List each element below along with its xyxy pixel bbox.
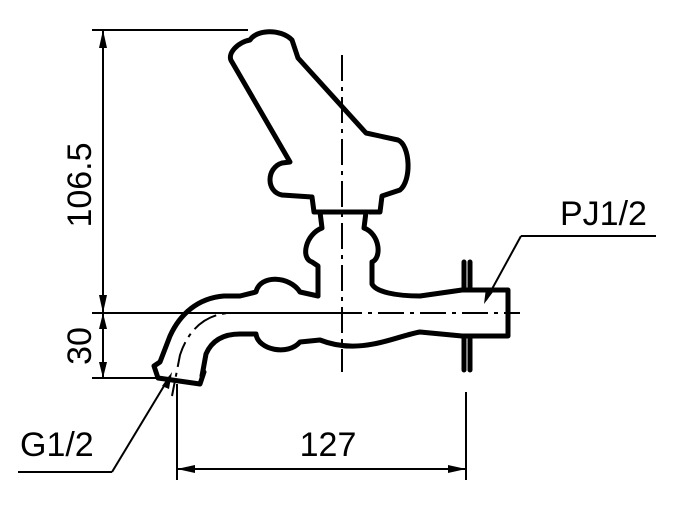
faucet-outline [151, 29, 511, 387]
body-top [157, 276, 321, 365]
spout-axis [171, 312, 342, 397]
leader-outlet-thread: G1/2 [18, 372, 172, 473]
height-main-label: 106.5 [61, 142, 99, 227]
height-spout-label: 30 [61, 327, 99, 365]
center-lines [171, 55, 520, 397]
dimension-height-spout: 30 [61, 313, 158, 379]
outlet-thread-label: G1/2 [20, 426, 94, 464]
handle-lever [228, 29, 411, 215]
handle-neck [303, 209, 465, 299]
leader-inlet-thread: PJ1/2 [484, 195, 656, 304]
inlet-thread-label: PJ1/2 [560, 195, 647, 233]
spout-tip [151, 359, 207, 387]
dimension-width-total: 127 [176, 384, 467, 480]
dimension-height-main: 106.5 [61, 29, 248, 314]
inlet-flange [459, 259, 511, 373]
width-total-label: 127 [300, 426, 357, 464]
body-bottom [199, 329, 465, 379]
